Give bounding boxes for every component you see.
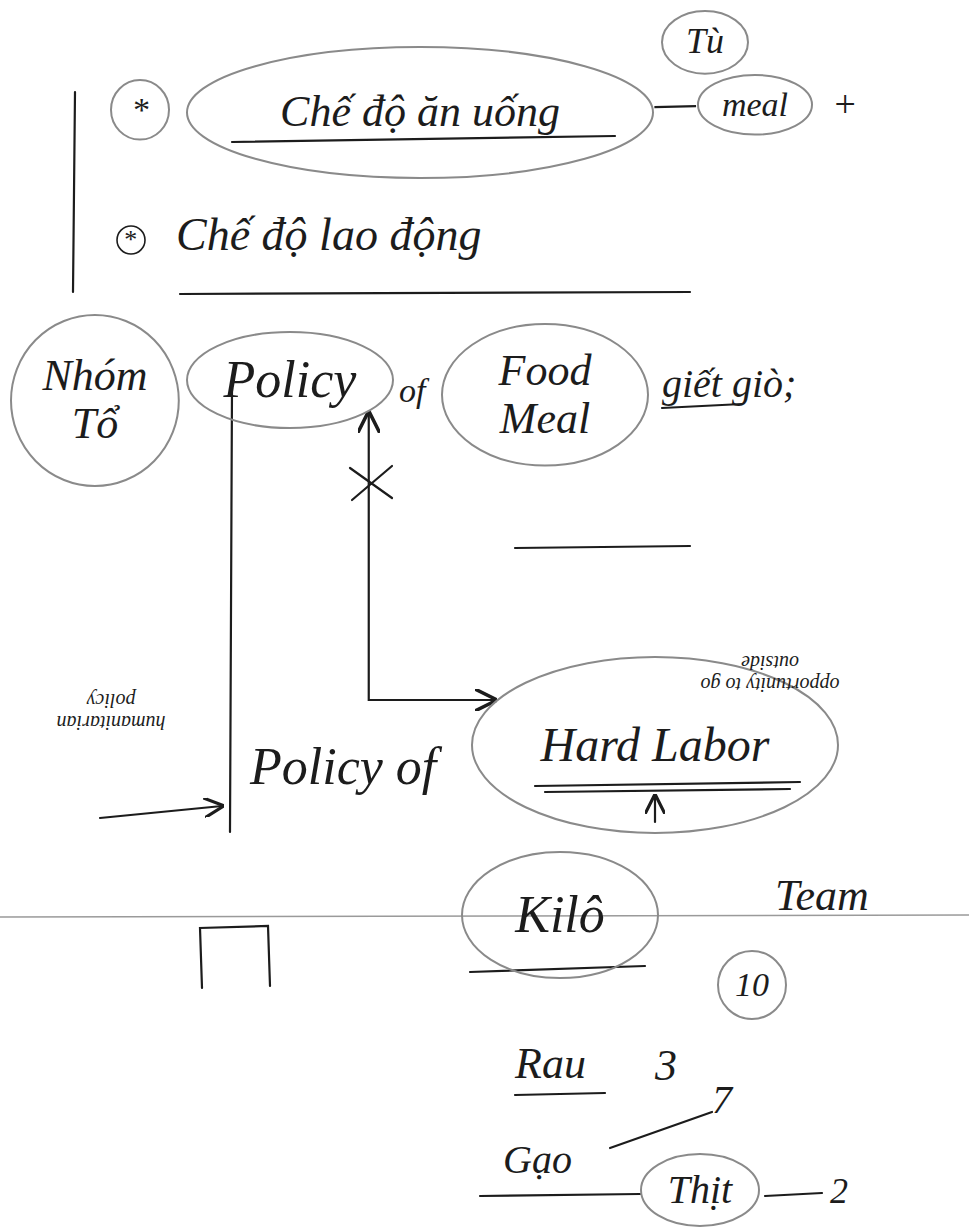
node-text: Food Meal <box>488 347 603 444</box>
ellipse-node: Chế độ ăn uống <box>185 45 655 180</box>
underline <box>515 1093 605 1095</box>
square-symbol <box>200 926 270 988</box>
underline <box>515 546 690 548</box>
handwritten-label: 7 <box>712 1078 732 1122</box>
underline <box>535 782 800 792</box>
underline <box>232 136 615 142</box>
ellipse-node: Tù <box>660 9 750 76</box>
node-text: Hard Labor <box>541 719 770 772</box>
pointer-arrow <box>100 806 222 818</box>
left-bracket-line <box>73 92 75 292</box>
bullet-circle <box>117 226 145 254</box>
cross-mark <box>350 466 392 500</box>
ellipse-node: Food Meal <box>440 322 650 468</box>
connector <box>369 413 495 700</box>
node-text: meal <box>722 86 788 123</box>
ellipse-node: Policy <box>185 330 395 430</box>
underline <box>470 966 645 972</box>
ellipse-node: Nhóm Tổ <box>9 313 181 488</box>
up-arrow <box>654 796 656 822</box>
upside-down-note: humanitarian policy <box>52 690 170 734</box>
ellipse-node: Thịt <box>639 1152 761 1228</box>
handwritten-label: Chế độ lao động <box>176 210 481 261</box>
stroke-line <box>765 1193 822 1196</box>
ellipse-node: 10 <box>716 949 788 1021</box>
node-text: * <box>132 91 149 128</box>
handwritten-label: Policy of <box>250 738 436 795</box>
underline <box>480 1194 640 1196</box>
ellipse-node: meal <box>696 73 814 137</box>
node-text: Policy <box>224 351 357 408</box>
handwritten-label: Rau <box>515 1040 586 1088</box>
node-text: Tù <box>686 22 724 62</box>
ellipse-node: * <box>109 78 171 142</box>
handwritten-label: 3 <box>655 1042 677 1090</box>
upside-down-note: opportunity to go outside <box>690 652 850 696</box>
ellipse-node: Kilô <box>460 850 660 980</box>
handwritten-label: Team <box>775 872 869 920</box>
handwritten-label: giết giò; <box>662 362 796 406</box>
underline <box>180 292 690 294</box>
node-text: Nhóm Tổ <box>40 352 150 449</box>
node-text: Chế độ ăn uống <box>280 88 560 136</box>
handwritten-label: 2 <box>830 1172 848 1212</box>
vertical-bracket-line <box>230 388 232 832</box>
node-text: Thịt <box>668 1168 732 1212</box>
connector <box>654 105 696 108</box>
node-text: Kilô <box>515 886 605 943</box>
handwritten-label: + <box>832 84 858 126</box>
handwritten-label: Gạo <box>503 1138 572 1182</box>
handwritten-label: * <box>123 226 136 255</box>
node-text: 10 <box>735 966 769 1003</box>
stroke-line <box>610 1112 712 1148</box>
handwritten-label: of <box>399 372 425 409</box>
